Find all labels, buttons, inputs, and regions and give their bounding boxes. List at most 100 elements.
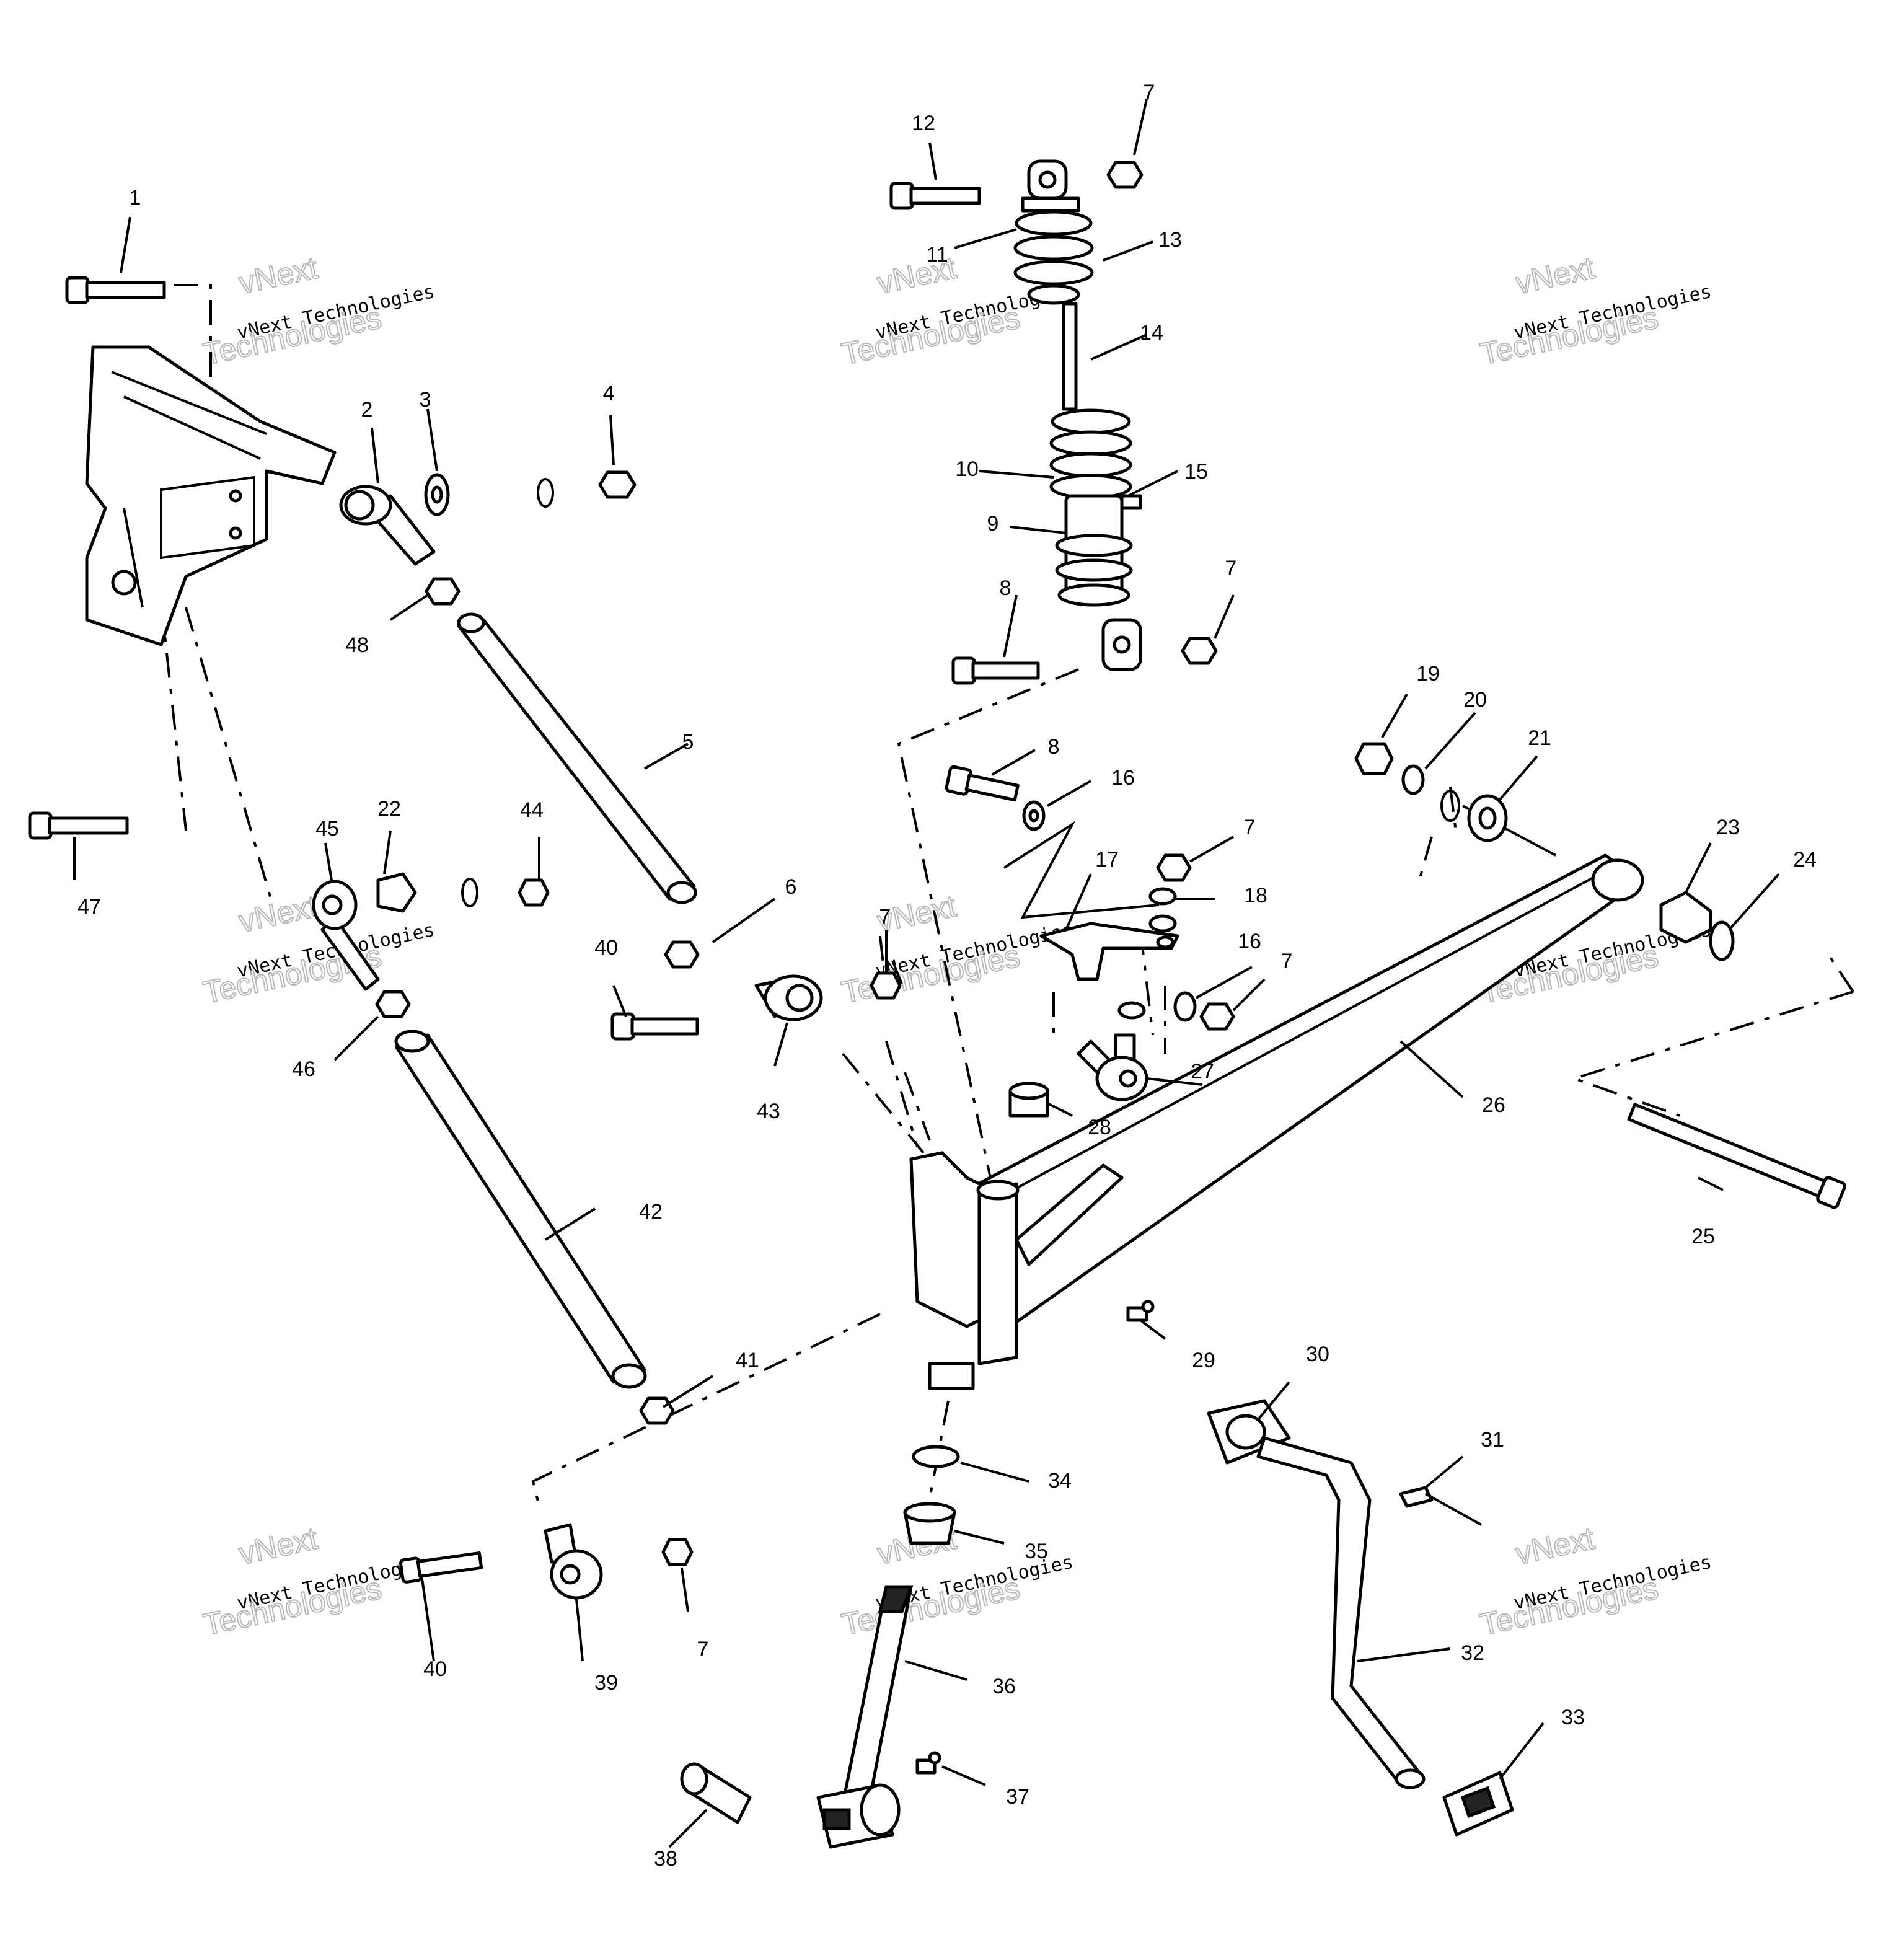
nut-6	[664, 940, 700, 969]
callout-2: 2	[361, 398, 373, 421]
callout-7-top: 7	[1144, 81, 1155, 104]
svg-text:vNext: vNext	[1513, 1521, 1598, 1571]
bolt-47	[28, 811, 129, 840]
nut-7-bracket	[1156, 853, 1192, 882]
rod-end-39	[544, 1523, 603, 1600]
callout-38: 38	[654, 1847, 677, 1871]
rod-end-27	[1077, 1033, 1148, 1101]
snap-ring	[537, 478, 554, 508]
callout-40-lower: 40	[423, 1657, 447, 1681]
callout-21: 21	[1528, 726, 1551, 750]
nut-19	[1354, 742, 1394, 775]
clamp-33	[1442, 1771, 1514, 1837]
nut-46	[375, 990, 411, 1018]
callout-7-mid: 7	[879, 905, 891, 928]
callout-17: 17	[1095, 848, 1119, 871]
ring-24	[1709, 920, 1735, 961]
callout-8-bracket: 8	[1048, 735, 1060, 759]
spindle-housing	[909, 1151, 1020, 1390]
callout-45: 45	[315, 817, 339, 840]
callout-42: 42	[639, 1200, 663, 1224]
washer-34	[912, 1445, 960, 1468]
bracket-17	[1039, 922, 1179, 981]
callout-31: 31	[1481, 1428, 1504, 1452]
spindle-36	[816, 1585, 914, 1849]
watermark: vNext vNext Technologies Technologies	[1476, 250, 1713, 373]
pin-31	[1399, 1486, 1482, 1526]
callout-7-shock: 7	[1225, 557, 1237, 580]
svg-text:vNext: vNext	[1513, 250, 1598, 301]
callout-33: 33	[1561, 1706, 1585, 1729]
callout-34: 34	[1048, 1469, 1072, 1493]
bolt-40-upper	[610, 1012, 699, 1041]
nut-7-top	[1106, 161, 1144, 189]
callout-9: 9	[987, 512, 999, 536]
callout-18: 18	[1244, 884, 1267, 907]
callout-39: 39	[594, 1671, 618, 1695]
callout-26: 26	[1482, 1093, 1505, 1117]
callout-1: 1	[130, 186, 141, 209]
washers	[424, 473, 1735, 1468]
callout-7-bracket: 7	[1244, 816, 1256, 839]
callout-13: 13	[1158, 228, 1182, 252]
callout-40-upper: 40	[594, 936, 618, 959]
rod-end-2	[339, 485, 436, 566]
svg-text:vNext: vNext	[236, 250, 321, 301]
washer-16-lower	[1173, 991, 1197, 1022]
rod-end-43	[754, 974, 823, 1021]
bushing-23	[1659, 891, 1712, 944]
callout-20: 20	[1463, 688, 1487, 712]
ring-20	[1401, 764, 1425, 795]
callout-41: 41	[736, 1349, 759, 1372]
bolt-8-bracket	[945, 765, 1020, 802]
callout-28: 28	[1088, 1116, 1111, 1139]
callout-4: 4	[603, 382, 615, 405]
callout-36: 36	[992, 1675, 1016, 1698]
callout-10: 10	[955, 457, 979, 481]
nut-48	[425, 577, 461, 606]
washer-18c	[1117, 1001, 1146, 1020]
frame-bracket	[85, 345, 337, 646]
nut-44	[518, 878, 550, 907]
steering-post	[1207, 1399, 1426, 1789]
nut-7-arm	[1199, 1002, 1235, 1031]
snap-ring-44	[461, 878, 478, 907]
grease-fitting-29	[1126, 1300, 1155, 1322]
nut-41	[639, 1396, 675, 1425]
bolt-40-lower	[399, 1551, 483, 1584]
callout-30: 30	[1306, 1343, 1329, 1366]
spacers	[376, 872, 1712, 1824]
spring-lower	[1049, 408, 1132, 500]
callout-16-lower: 16	[1238, 930, 1261, 953]
assembly-lines	[160, 284, 1854, 1532]
spacer-22	[376, 872, 417, 913]
bolt-12	[889, 182, 981, 210]
callout-24: 24	[1793, 848, 1817, 871]
washer-18a	[1148, 887, 1177, 906]
callout-19: 19	[1416, 662, 1440, 686]
bolt-1	[65, 276, 166, 304]
washer-18b	[1148, 914, 1177, 933]
callout-35: 35	[1025, 1540, 1048, 1563]
callout-8-shock: 8	[1000, 576, 1011, 600]
callout-16-upper: 16	[1111, 766, 1135, 790]
rod-end-45	[312, 880, 380, 991]
spring-upper	[1013, 210, 1094, 305]
callout-43: 43	[757, 1100, 780, 1123]
nut-4	[598, 470, 637, 499]
shock-absorber	[1013, 159, 1142, 671]
nut-7-lower	[661, 1538, 694, 1566]
callout-48: 48	[345, 633, 369, 657]
nut-7-shock	[1181, 637, 1218, 665]
callout-25: 25	[1691, 1225, 1715, 1248]
callout-29: 29	[1192, 1349, 1215, 1372]
grease-fitting-37	[915, 1751, 941, 1775]
callout-3: 3	[420, 388, 431, 412]
callout-15: 15	[1184, 460, 1208, 483]
callout-5: 5	[682, 730, 694, 754]
watermark: vNext vNext Technologies Technologies	[838, 888, 1075, 1011]
callout-12: 12	[912, 112, 935, 135]
callout-11: 11	[926, 243, 948, 267]
callout-27: 27	[1191, 1060, 1214, 1083]
